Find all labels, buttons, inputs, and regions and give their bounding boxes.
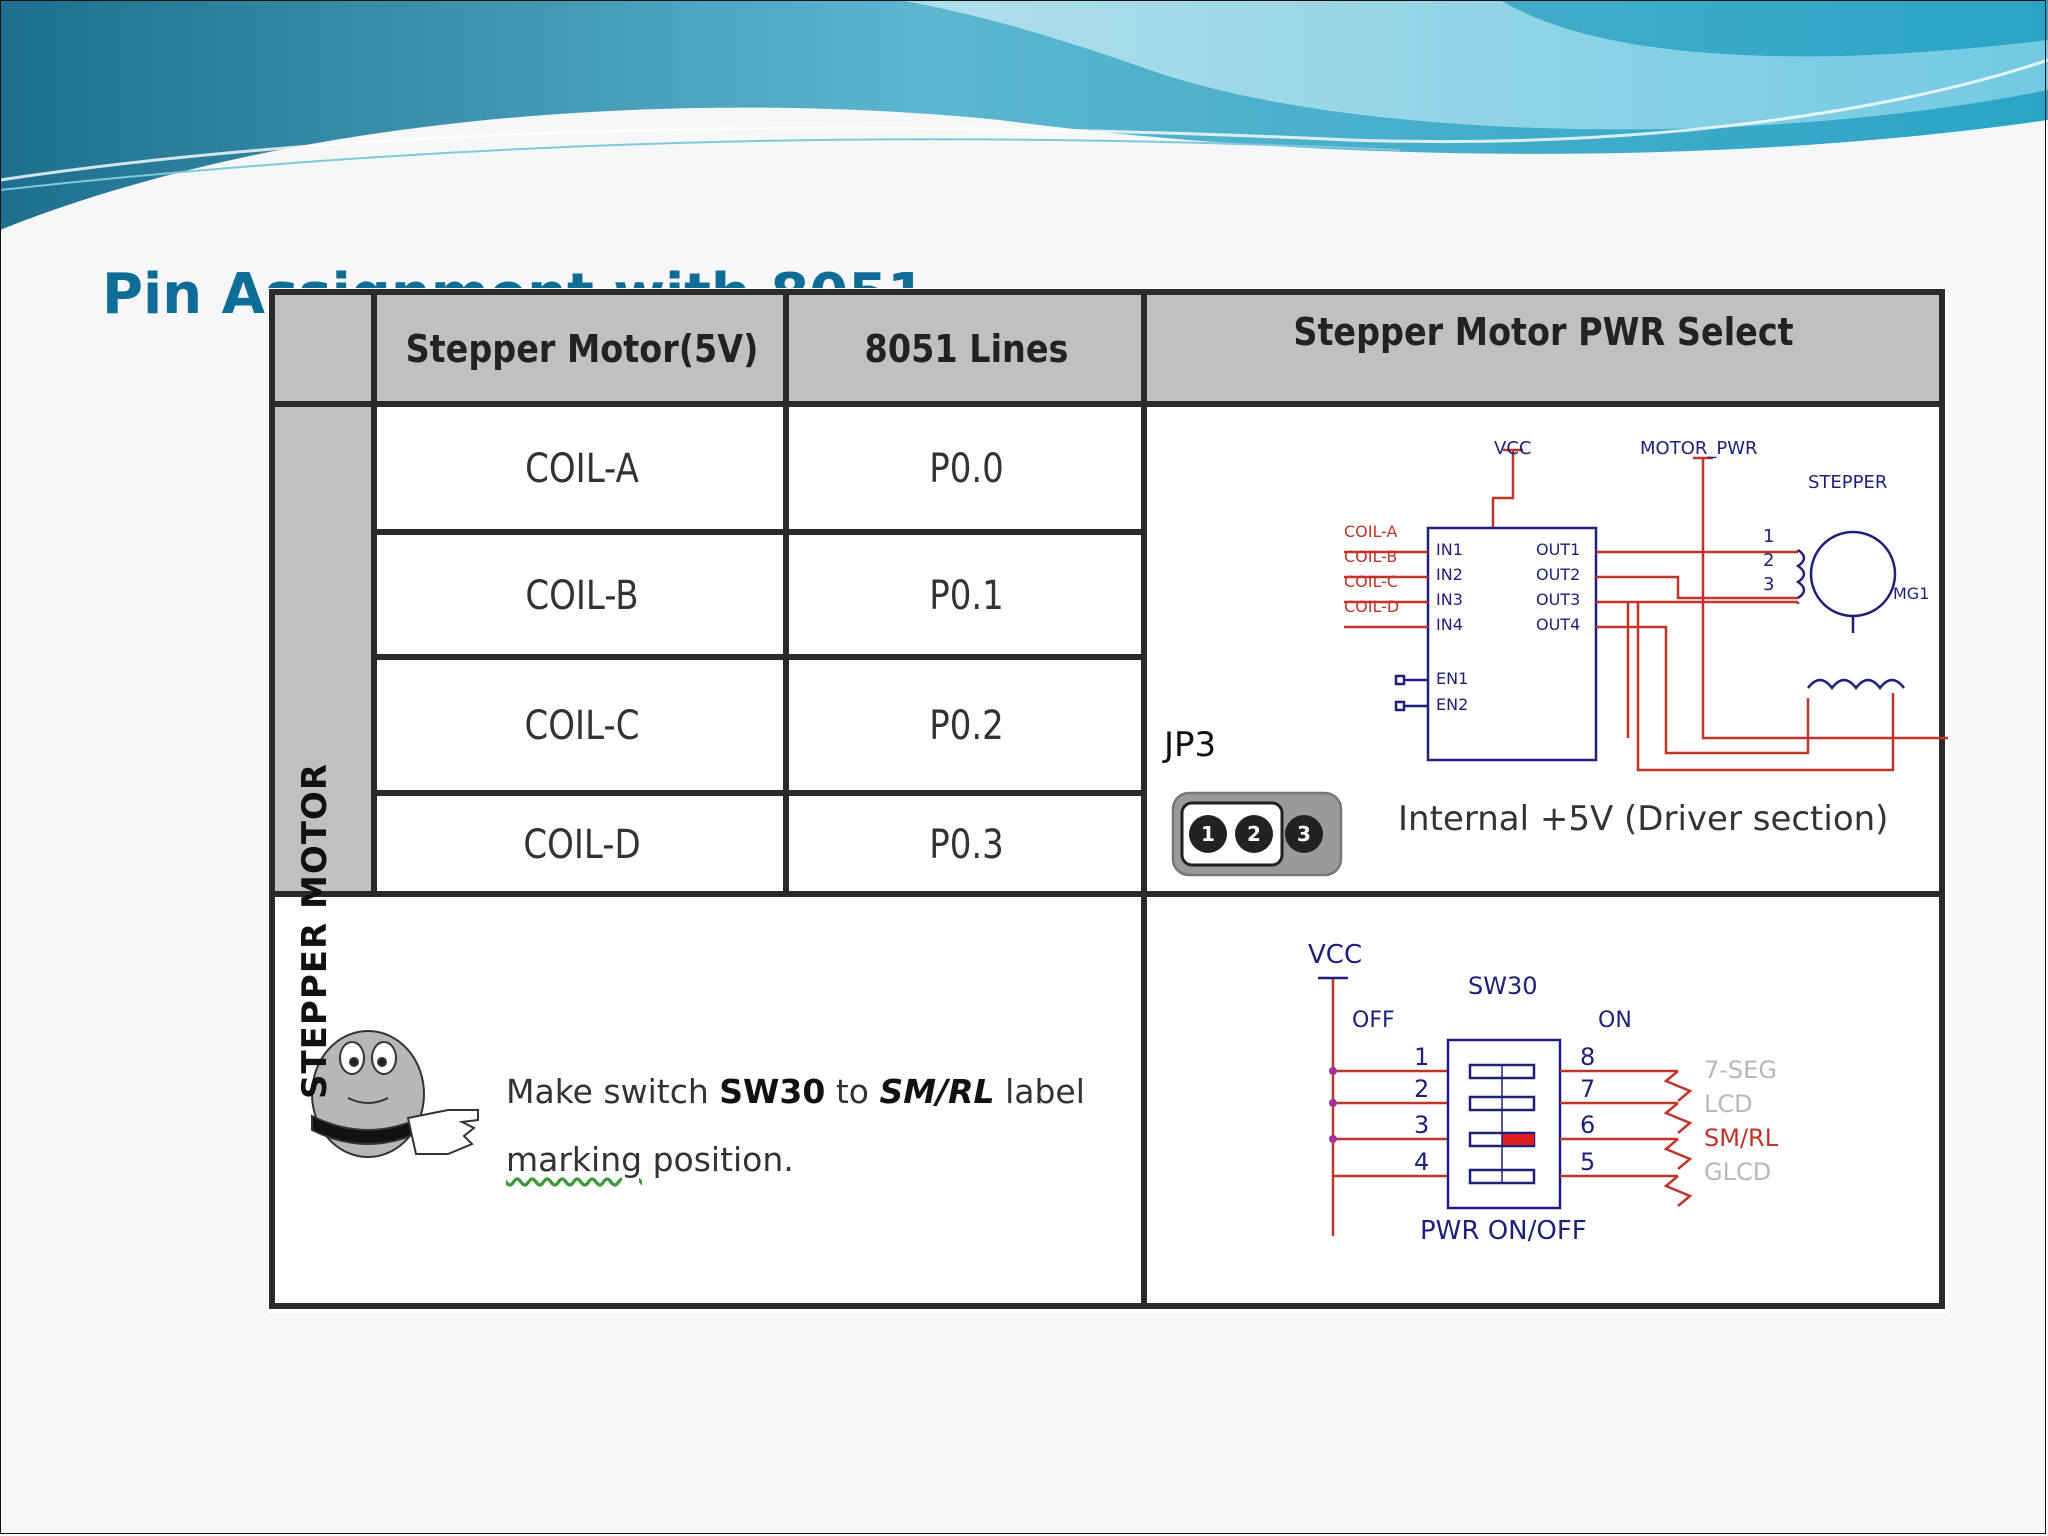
- out4-pin: OUT4: [1536, 615, 1581, 634]
- header-8051-lines: 8051 Lines: [864, 327, 1069, 371]
- p0-1-cell: P0.1: [929, 572, 1004, 619]
- coil-c-cell: COIL-C: [524, 703, 640, 749]
- instruction-position: SM/RL: [879, 1072, 995, 1111]
- jp3-label: JP3: [1164, 725, 1217, 765]
- switch-name-label: SW30: [1468, 972, 1538, 1000]
- p0-0-cell: P0.0: [929, 446, 1004, 492]
- header-stepper-motor: Stepper Motor(5V): [405, 327, 759, 371]
- motor-pin-3: 3: [1763, 574, 1775, 595]
- instruction-marking-word: marking: [506, 1140, 643, 1179]
- pwr-onoff-label: PWR ON/OFF: [1420, 1216, 1587, 1246]
- switch-schematic: [1318, 976, 1693, 1236]
- out2-pin: OUT2: [1536, 565, 1581, 584]
- p0-3-cell: P0.3: [929, 821, 1004, 868]
- jumper-pin-3: 3: [1297, 822, 1311, 846]
- motor-pin-1: 1: [1763, 526, 1775, 547]
- motor-pwr-label: MOTOR_PWR: [1640, 438, 1758, 459]
- side-label-stepper-motor: STEPPER MOTOR: [295, 763, 335, 1099]
- en1-pin: EN1: [1436, 669, 1469, 688]
- off-label: OFF: [1352, 1008, 1395, 1033]
- instruction-text: Make switch SW30 to SM/RL label marking …: [506, 1058, 1146, 1194]
- pin-assignment-figure: Stepper Motor(5V) 8051 Lines Stepper Mot…: [268, 288, 1948, 1313]
- motor-pin-2: 2: [1763, 550, 1775, 571]
- header-pwr-select: Stepper Motor PWR Select: [1293, 310, 1794, 354]
- output-lcd-label: LCD: [1704, 1090, 1753, 1118]
- stepper-label: STEPPER: [1808, 472, 1888, 493]
- instruction-middle: to: [825, 1072, 880, 1111]
- output-glcd-label: GLCD: [1704, 1158, 1772, 1186]
- in4-pin: IN4: [1436, 615, 1463, 634]
- figure-grid: [268, 288, 1948, 1313]
- in3-pin: IN3: [1436, 590, 1463, 609]
- pointing-character-illustration: [311, 1030, 479, 1158]
- switch-left-pin-4: 4: [1414, 1148, 1430, 1176]
- switch-vcc-label: VCC: [1308, 940, 1363, 970]
- switch-left-pin-1: 1: [1414, 1043, 1430, 1071]
- jumper-pin-2: 2: [1247, 822, 1261, 846]
- coil-c-input-label: COIL-C: [1344, 572, 1399, 591]
- output-smrl-label: SM/RL: [1704, 1124, 1779, 1152]
- output-7seg-label: 7-SEG: [1704, 1056, 1777, 1084]
- switch-right-pin-7: 7: [1580, 1075, 1596, 1103]
- coil-a-cell: COIL-A: [525, 446, 639, 492]
- switch-right-pin-5: 5: [1580, 1148, 1596, 1176]
- instruction-switch-name: SW30: [719, 1072, 826, 1111]
- switch-left-pin-3: 3: [1414, 1111, 1430, 1139]
- instruction-prefix: Make switch: [506, 1072, 720, 1111]
- coil-b-cell: COIL-B: [525, 572, 639, 619]
- mg1-label: MG1: [1893, 584, 1930, 603]
- driver-schematic: [1171, 448, 1948, 877]
- in1-pin: IN1: [1436, 540, 1463, 559]
- switch-right-pin-6: 6: [1580, 1111, 1596, 1139]
- jumper-caption: Internal +5V (Driver section): [1398, 799, 1889, 839]
- switch-left-pin-2: 2: [1414, 1075, 1430, 1103]
- instruction-suffix: label: [994, 1072, 1085, 1111]
- instruction-line2-rest: position.: [642, 1140, 794, 1179]
- coil-a-input-label: COIL-A: [1344, 522, 1398, 541]
- in2-pin: IN2: [1436, 565, 1463, 584]
- coil-b-input-label: COIL-B: [1344, 547, 1398, 566]
- header-wave-decoration: [0, 0, 2048, 230]
- out3-pin: OUT3: [1536, 590, 1581, 609]
- en2-pin: EN2: [1436, 695, 1469, 714]
- coil-d-cell: COIL-D: [523, 821, 641, 868]
- switch-right-pin-8: 8: [1580, 1043, 1596, 1071]
- on-label: ON: [1598, 1008, 1632, 1033]
- vcc-label: VCC: [1494, 438, 1532, 459]
- coil-d-input-label: COIL-D: [1344, 597, 1400, 616]
- jumper-pin-1: 1: [1201, 822, 1215, 846]
- out1-pin: OUT1: [1536, 540, 1581, 559]
- p0-2-cell: P0.2: [929, 703, 1004, 749]
